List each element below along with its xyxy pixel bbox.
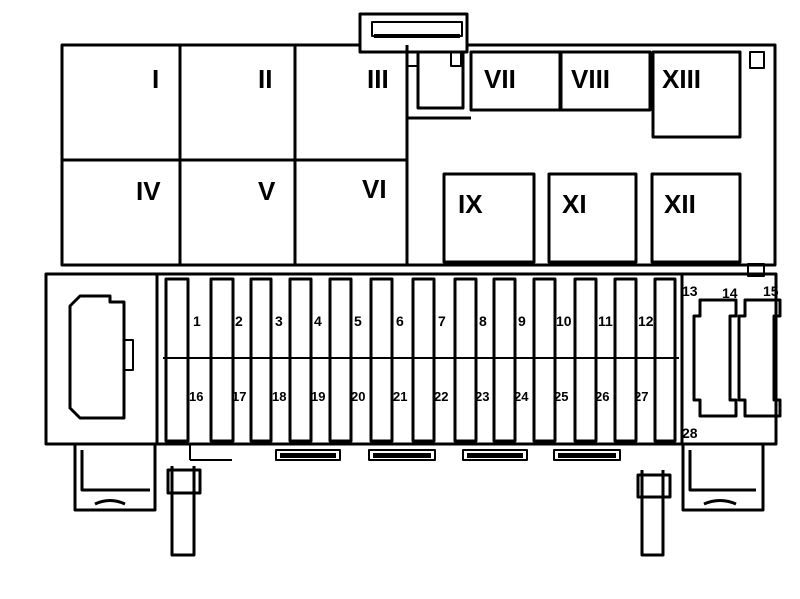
relay-label-XII: XII [664,189,696,219]
relay-XII [650,172,742,264]
relay-label-XI: XI [562,189,587,219]
relay-XI [547,172,638,264]
relay-label-I: I [152,64,159,94]
fuse-label-3: 3 [275,313,283,329]
relay-label-V: V [258,176,276,206]
relay-label-VIII: VIII [571,64,610,94]
main-housing [60,43,777,267]
corner-tab-right [747,263,765,277]
fuse-label-9: 9 [518,313,526,329]
relay-IX [442,172,536,264]
fuse-slots [163,277,679,443]
fuse-labels-bottom: 16 17 18 19 20 21 22 23 24 25 26 27 [189,389,648,404]
fuse-label-11: 11 [598,313,613,329]
left-mount-foot [73,444,202,557]
relay-XIII [651,50,742,139]
relay-label-VII: VII [484,64,516,94]
fuse-label-25: 25 [554,389,568,404]
connector-label-14: 14 [722,285,738,301]
fuse-label-27: 27 [634,389,648,404]
relay-label-IV: IV [136,176,161,206]
connector-label-13: 13 [682,283,698,299]
left-connector [68,294,126,420]
fuse-label-5: 5 [354,313,362,329]
fuse-label-18: 18 [272,389,286,404]
fuse-label-4: 4 [314,313,322,329]
fuse-label-24: 24 [514,389,529,404]
relay-label-IX: IX [458,189,483,219]
fuse-label-6: 6 [396,313,404,329]
relay-VIII [559,50,652,112]
relay-grid-upper-left [60,45,409,265]
fuse-label-23: 23 [475,389,489,404]
fuse-label-19: 19 [311,389,325,404]
fuse-label-20: 20 [351,389,365,404]
fuse-label-16: 16 [189,389,203,404]
corner-tab-top-right [749,51,765,69]
connector-label-15: 15 [763,283,779,299]
fuse-label-7: 7 [438,313,446,329]
fuse-label-10: 10 [556,313,572,329]
top-clip [358,12,469,110]
right-mount-foot [636,444,765,557]
relay-labels: I II III IV V VI VII VIII XIII IX XI XII [136,64,701,219]
relay-label-VI: VI [362,174,387,204]
fuse-label-21: 21 [393,389,407,404]
fuse-label-2: 2 [235,313,243,329]
fuse-label-22: 22 [434,389,448,404]
relay-label-III: III [367,64,389,94]
connector-label-28: 28 [682,425,698,441]
fuse-panel [44,272,778,446]
fuse-label-17: 17 [232,389,246,404]
relay-label-XIII: XIII [662,64,701,94]
bottom-slots [189,444,621,461]
fuse-label-8: 8 [479,313,487,329]
fuse-label-26: 26 [595,389,609,404]
relay-label-II: II [258,64,272,94]
fuse-label-1: 1 [193,313,201,329]
right-connector [692,298,782,418]
fuse-label-12: 12 [638,313,654,329]
fuse-labels-top: 1 2 3 4 5 6 7 8 9 10 11 12 [193,313,654,329]
connector-labels: 13 14 15 28 [682,283,779,441]
